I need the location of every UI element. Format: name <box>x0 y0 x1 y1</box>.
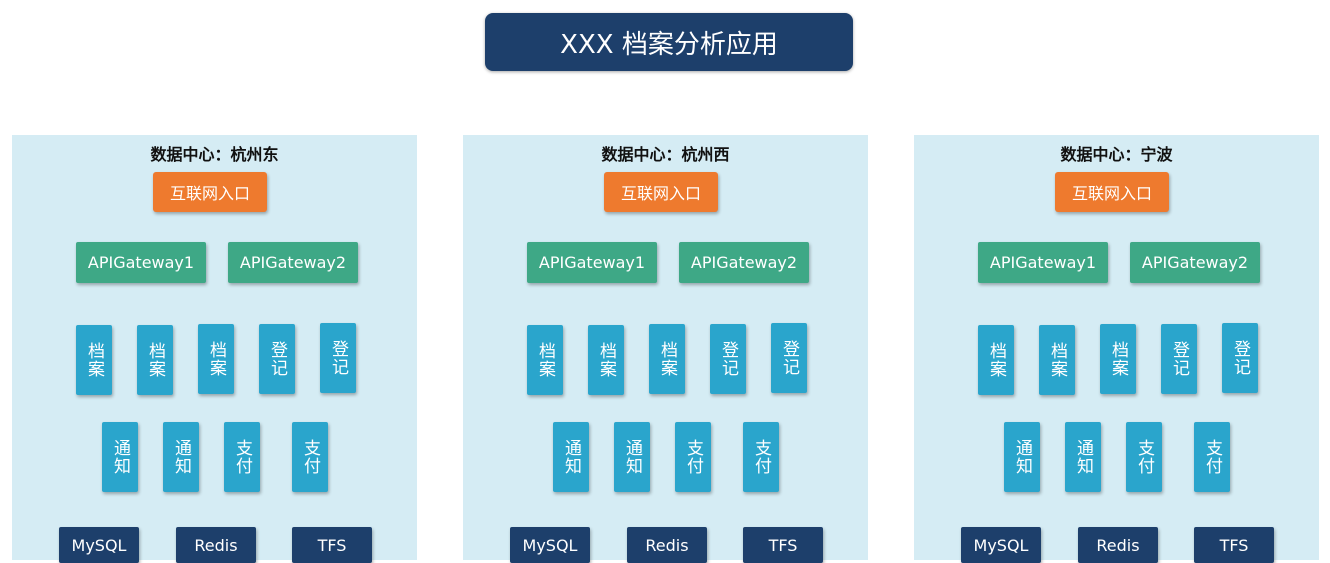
service-node: 通知 <box>102 422 138 492</box>
service-node: 通知 <box>1065 422 1101 492</box>
service-node: 通知 <box>614 422 650 492</box>
service-node: 档案 <box>198 324 234 394</box>
storage-node: TFS <box>1194 527 1274 563</box>
service-node: 档案 <box>76 325 112 395</box>
storage-node: MySQL <box>59 527 139 563</box>
service-node: 档案 <box>588 325 624 395</box>
service-node: 档案 <box>527 325 563 395</box>
service-node: 登记 <box>771 323 807 393</box>
service-node: 通知 <box>163 422 199 492</box>
service-node: 登记 <box>710 324 746 394</box>
storage-node: Redis <box>627 527 707 563</box>
storage-node: MySQL <box>961 527 1041 563</box>
storage-node: Redis <box>1078 527 1158 563</box>
api-gateway-node: APIGateway1 <box>527 242 657 283</box>
api-gateway-node: APIGateway2 <box>1130 242 1260 283</box>
service-node: 登记 <box>320 323 356 393</box>
service-node: 登记 <box>259 324 295 394</box>
service-node: 档案 <box>1039 325 1075 395</box>
datacenter-panel: 数据中心：杭州西 互联网入口 APIGateway1 APIGateway2 档… <box>463 135 868 563</box>
service-node: 支付 <box>743 422 779 492</box>
storage-node: TFS <box>292 527 372 563</box>
service-node: 档案 <box>1100 324 1136 394</box>
service-node: 支付 <box>1194 422 1230 492</box>
api-gateway-node: APIGateway2 <box>679 242 809 283</box>
api-gateway-node: APIGateway1 <box>978 242 1108 283</box>
datacenter-panel: 数据中心：宁波 互联网入口 APIGateway1 APIGateway2 档案… <box>914 135 1319 563</box>
service-node: 档案 <box>978 325 1014 395</box>
datacenter-label: 数据中心：宁波 <box>1060 145 1173 164</box>
service-node: 档案 <box>649 324 685 394</box>
internet-entry-node: 互联网入口 <box>1055 172 1169 212</box>
storage-node: MySQL <box>510 527 590 563</box>
app-title: XXX 档案分析应用 <box>485 13 853 71</box>
storage-node: TFS <box>743 527 823 563</box>
storage-node: Redis <box>176 527 256 563</box>
service-node: 支付 <box>292 422 328 492</box>
service-node: 支付 <box>224 422 260 492</box>
internet-entry-node: 互联网入口 <box>604 172 718 212</box>
api-gateway-node: APIGateway1 <box>76 242 206 283</box>
service-node: 登记 <box>1161 324 1197 394</box>
datacenter-label: 数据中心：杭州东 <box>150 145 279 164</box>
service-node: 支付 <box>1126 422 1162 492</box>
service-node: 通知 <box>1004 422 1040 492</box>
service-node: 支付 <box>675 422 711 492</box>
service-node: 登记 <box>1222 323 1258 393</box>
datacenter-label: 数据中心：杭州西 <box>601 145 730 164</box>
datacenter-panel: 数据中心：杭州东 互联网入口 APIGateway1 APIGateway2 档… <box>12 135 417 563</box>
internet-entry-node: 互联网入口 <box>153 172 267 212</box>
service-node: 通知 <box>553 422 589 492</box>
api-gateway-node: APIGateway2 <box>228 242 358 283</box>
service-node: 档案 <box>137 325 173 395</box>
